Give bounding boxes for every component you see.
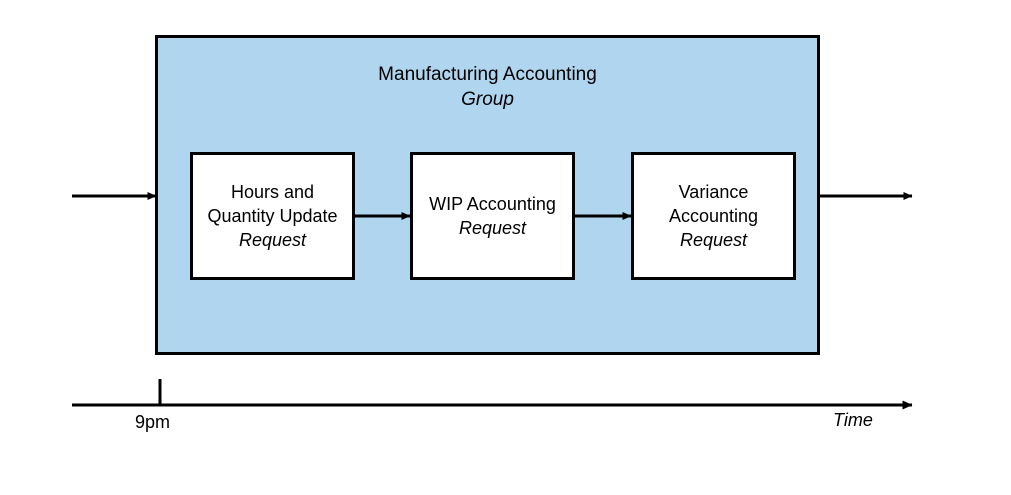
process-box-subtitle: Request (458, 218, 527, 238)
process-box-variance-accounting[interactable]: Variance Accounting Request (631, 152, 796, 280)
group-subtitle-text: Group (461, 89, 514, 110)
process-box-wip-accounting[interactable]: WIP Accounting Request (410, 152, 575, 280)
process-box-title: WIP Accounting (429, 194, 556, 214)
process-box-subtitle: Request (238, 230, 307, 250)
group-title: Manufacturing Accounting Group (158, 62, 817, 112)
process-box-title: Variance Accounting (668, 182, 759, 226)
group-title-text: Manufacturing Accounting (378, 64, 597, 85)
timeline-axis-label: Time (833, 410, 873, 430)
process-box-hours-and-quantity-update[interactable]: Hours and Quantity Update Request (190, 152, 355, 280)
process-box-title: Hours and Quantity Update (207, 182, 338, 226)
process-box-subtitle: Request (679, 230, 748, 250)
timeline-tick-label-9pm: 9pm (135, 412, 171, 432)
